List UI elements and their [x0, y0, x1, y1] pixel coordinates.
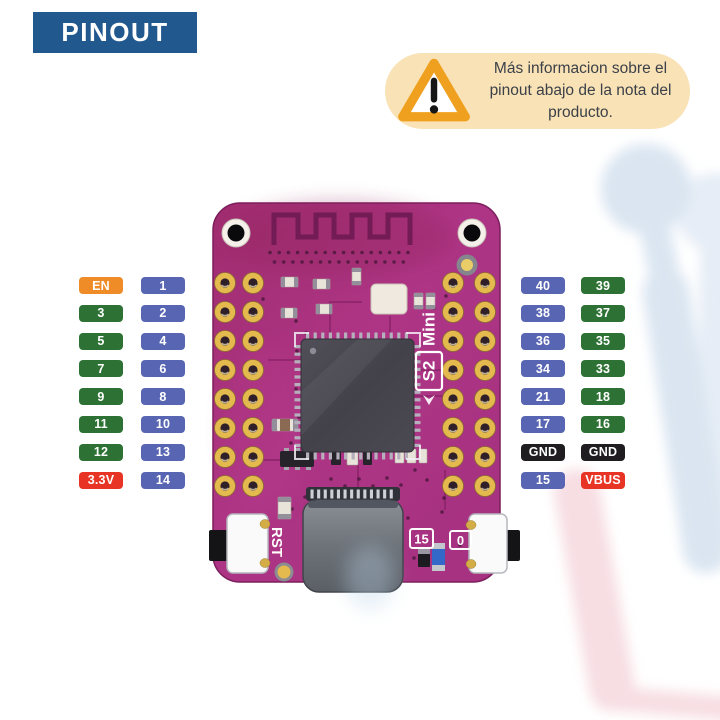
antenna-trace — [271, 212, 413, 245]
silkscreen-pin15-text: 15 — [414, 532, 428, 547]
pin-label-36: 36 — [521, 332, 565, 350]
pin-label-6: 6 — [141, 360, 185, 378]
pin-label-34: 34 — [521, 360, 565, 378]
silkscreen-boot0-text: 0 — [457, 533, 464, 548]
pin-label-21: 21 — [521, 388, 565, 406]
silkscreen-model-name: S2 Mini — [414, 312, 444, 405]
pin-label-8: 8 — [141, 388, 185, 406]
pin-label-18: 18 — [581, 388, 625, 406]
pin-label-10: 10 — [141, 415, 185, 433]
pin-label-39: 39 — [581, 277, 625, 294]
pin-label-3: 3 — [79, 304, 123, 322]
via-dots — [261, 250, 462, 560]
decor-blue-pin-shape — [601, 144, 720, 573]
fiducial-pad — [456, 254, 478, 276]
boot-button — [465, 513, 520, 574]
pin-label-40: 40 — [521, 277, 565, 294]
pin-label-7: 7 — [79, 360, 123, 378]
warning-note-text: Más informacion sobre el pinout abajo de… — [489, 60, 672, 121]
pin-label-16: 16 — [581, 415, 625, 433]
pin-label-15: 15 — [521, 471, 565, 489]
page-title-text: PINOUT — [61, 17, 169, 47]
pin-label-12: 12 — [79, 443, 123, 461]
silkscreen-boot0: 0 — [449, 530, 472, 550]
pin-label-1: 1 — [141, 277, 185, 294]
pin-label-5: 5 — [79, 332, 123, 350]
pin-label-2: 2 — [141, 304, 185, 322]
mounting-hole — [457, 218, 487, 248]
pin-label-en: EN — [79, 277, 123, 294]
esp32-s2-chip — [294, 332, 421, 460]
pin-label-35: 35 — [581, 332, 625, 350]
page-title: PINOUT — [33, 12, 197, 53]
pin-label-38: 38 — [521, 304, 565, 322]
silkscreen-pin15: 15 — [409, 528, 434, 549]
bottom-pad — [274, 562, 294, 582]
decor-pink-band — [554, 469, 720, 720]
pin-label-vbus: VBUS — [581, 471, 625, 489]
pin-label-14: 14 — [141, 471, 185, 489]
pin-label-11: 11 — [79, 415, 123, 433]
pin-label-3_3v: 3.3V — [79, 471, 123, 489]
pin-label-17: 17 — [521, 415, 565, 433]
silkscreen-s2: S2 — [420, 361, 439, 382]
mounting-hole — [221, 218, 251, 248]
pin-label-4: 4 — [141, 332, 185, 350]
silkscreen-mini: Mini — [420, 312, 439, 346]
pin-label-gnd: GND — [521, 443, 565, 461]
pin-label-13: 13 — [141, 443, 185, 461]
crystal-oscillator — [370, 283, 408, 315]
pin-label-gnd: GND — [581, 443, 625, 461]
pin-label-9: 9 — [79, 388, 123, 406]
usb-c-connector — [302, 487, 404, 610]
warning-triangle-icon — [398, 58, 470, 122]
pin-pad-grid — [214, 272, 496, 497]
silkscreen-rst: RST — [268, 527, 285, 557]
pin-label-37: 37 — [581, 304, 625, 322]
led — [432, 543, 445, 571]
reset-button — [209, 513, 271, 574]
pin-label-33: 33 — [581, 360, 625, 378]
warning-note: Más informacion sobre el pinout abajo de… — [385, 53, 690, 129]
